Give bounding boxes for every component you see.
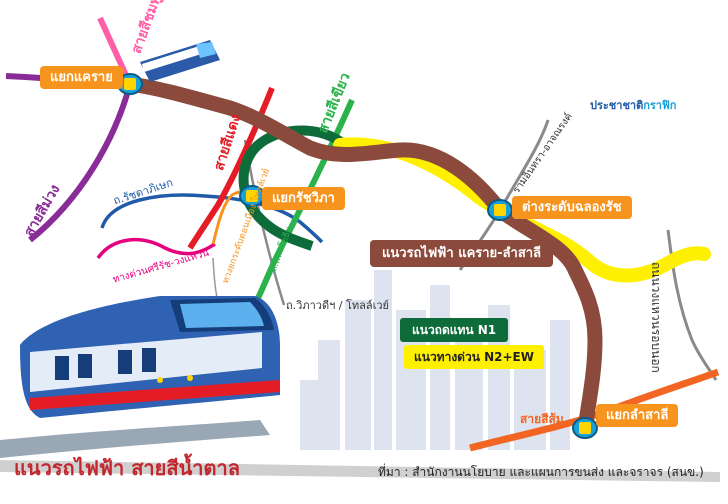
train-icon-large (0, 296, 720, 482)
source-note: ที่มา : สำนักงานนโยบาย และแผนการขนส่ง แล… (378, 465, 704, 479)
station-label-chalong-rat: ต่างระดับฉลองรัช (512, 196, 632, 219)
legend-n2-ew: แนวทางด่วน N2+EW (404, 345, 544, 369)
sirat-expressway (96, 237, 216, 260)
n2-ew-expressway (333, 137, 711, 283)
route-label: แนวรถไฟฟ้า แคราย-ลำสาลี (370, 240, 554, 267)
donmueang-road (212, 257, 219, 303)
station-marker-chalong-rat[interactable] (487, 199, 513, 221)
brown-line (122, 76, 603, 436)
train-icon-small (140, 40, 220, 82)
station-marker-rat-wiphat[interactable] (239, 185, 265, 207)
station-label-rat-wiphat: แยกรัชวิภา (262, 187, 345, 210)
page-title: แนวรถไฟฟ้า สายสีน้ำตาล (14, 456, 240, 480)
station-label-khae-rai: แยกแคราย (40, 66, 123, 89)
station-marker-lam-salee[interactable] (572, 417, 598, 439)
station-label-lam-salee: แยกลำสาลี (596, 404, 679, 427)
credit-part2: กราฟิก (643, 99, 677, 112)
orange-line-label: สายสีส้ม (520, 412, 564, 426)
legend-n1: แนวถดแทน N1 (400, 318, 509, 342)
ratchada-road (100, 193, 324, 244)
ring-road-label: ถนนวงแหวนรอบนอก (649, 262, 663, 373)
credit: ประชาชาติกราฟิก (590, 100, 676, 111)
credit-part1: ประชาชาติ (590, 99, 644, 112)
vibhavadi-road-label: ถ.วิภาวดีฯ / โทลล์เวย์ (286, 299, 389, 312)
